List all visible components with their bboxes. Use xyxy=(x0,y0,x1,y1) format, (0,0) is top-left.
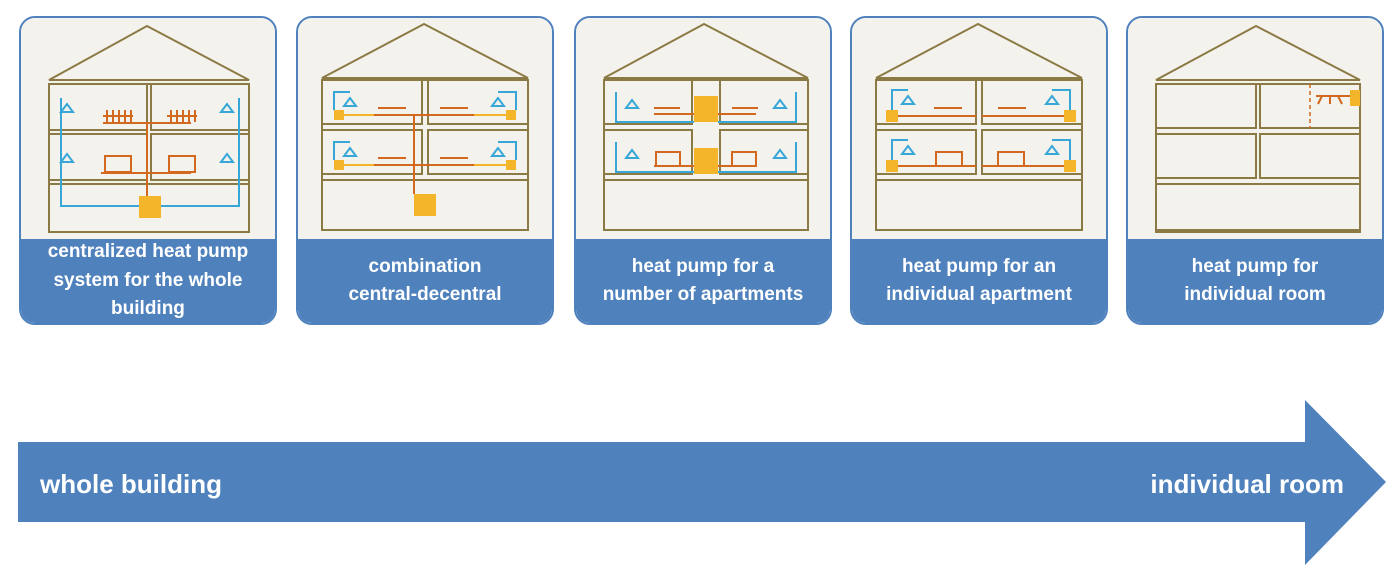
caption-line: individual apartment xyxy=(886,284,1072,305)
scale-arrow xyxy=(18,400,1388,565)
house-diagram-apartments xyxy=(576,18,830,242)
caption-line: heat pump for xyxy=(1191,255,1319,277)
house-diagram-individual-apartment xyxy=(852,18,1106,242)
caption-combination: combination central-decentral xyxy=(298,239,552,323)
house-diagram-centralized xyxy=(21,18,275,242)
caption-individual-apartment: heat pump for an individual apartment xyxy=(852,239,1106,323)
panel-individual-room: heat pump for individual room xyxy=(1126,16,1384,325)
panel-centralized: centralized heat pump system for the who… xyxy=(19,16,277,325)
caption-line: central-decentral xyxy=(348,284,502,305)
caption-line: heat pump for an xyxy=(901,255,1057,277)
caption-line: centralized heat pump xyxy=(47,241,249,263)
house-diagram-individual-room xyxy=(1128,18,1382,242)
caption-line: heat pump for a xyxy=(631,255,775,277)
caption-line: system for the whole xyxy=(53,269,243,291)
caption-line: number of apartments xyxy=(602,284,804,305)
caption-apartments: heat pump for a number of apartments xyxy=(576,239,830,323)
caption-individual-room: heat pump for individual room xyxy=(1128,239,1382,323)
caption-line: building xyxy=(111,298,185,320)
arrow-label-start: whole building xyxy=(40,469,222,499)
house-diagram-combination xyxy=(298,18,552,242)
panel-individual-apartment: heat pump for an individual apartment xyxy=(850,16,1108,325)
panel-combination: combination central-decentral xyxy=(296,16,554,325)
caption-line: combination xyxy=(368,255,482,277)
caption-centralized: centralized heat pump system for the who… xyxy=(21,239,275,323)
caption-line: individual room xyxy=(1184,284,1326,305)
panel-apartments: heat pump for a number of apartments xyxy=(574,16,832,325)
arrow-label-end: individual room xyxy=(1150,469,1344,499)
